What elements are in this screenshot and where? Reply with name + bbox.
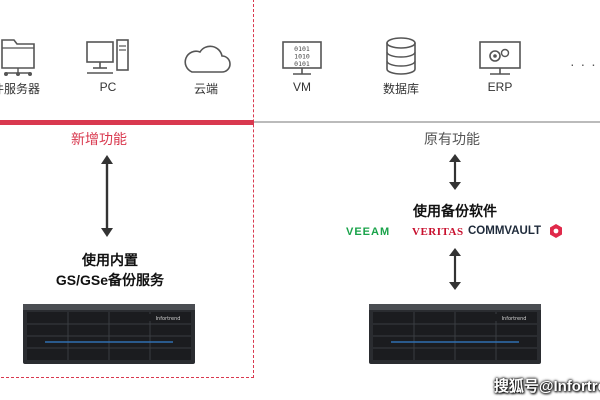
right-upper-double-arrow	[449, 154, 461, 190]
watermark-text: 搜狐号@Infortre	[493, 378, 600, 395]
veeam-logo: VEEAM	[346, 226, 391, 238]
backup-software-caption: 使用备份软件	[413, 203, 497, 219]
builtin-service-line-2: GS/GSe备份服务	[55, 272, 165, 288]
new-feature-dashed-box	[0, 0, 254, 378]
cloud-icon	[184, 45, 231, 73]
erp-icon	[479, 41, 521, 75]
pc-icon	[86, 39, 129, 74]
left-server-brand: Infortrend	[156, 316, 181, 322]
builtin-service-line-1: 使用内置	[82, 252, 138, 268]
veritas-logo: VERITAS	[412, 226, 464, 238]
cloud-label: 云端	[193, 82, 218, 96]
left-storage-server: Infortrend	[23, 304, 195, 364]
left-double-arrow	[101, 155, 113, 237]
existing-feature-bar	[254, 121, 600, 123]
right-storage-server: Infortrend	[369, 304, 541, 364]
database-icon	[386, 37, 416, 75]
database-label: 数据库	[382, 82, 419, 96]
vm-code-line-2: 1010	[294, 53, 310, 61]
file-server-label: 件服务器	[0, 82, 41, 96]
file-server-icon	[1, 39, 35, 76]
more-icon: · · · ·	[570, 56, 600, 72]
pc-label: PC	[99, 80, 117, 94]
commvault-mark-icon	[550, 224, 562, 238]
erp-label: ERP	[487, 80, 513, 94]
vm-code-line-3: 0101	[294, 60, 310, 68]
vm-code-line-1: 0101	[294, 45, 310, 53]
right-lower-double-arrow	[449, 248, 461, 290]
vm-label: VM	[293, 80, 311, 94]
existing-feature-title: 原有功能	[424, 131, 480, 147]
new-feature-bar	[0, 120, 254, 125]
right-server-brand: Infortrend	[502, 316, 527, 322]
new-feature-title: 新增功能	[71, 131, 127, 147]
commvault-logo: COMMVAULT	[468, 225, 542, 237]
vm-icon: 0101 1010 0101	[282, 41, 322, 75]
